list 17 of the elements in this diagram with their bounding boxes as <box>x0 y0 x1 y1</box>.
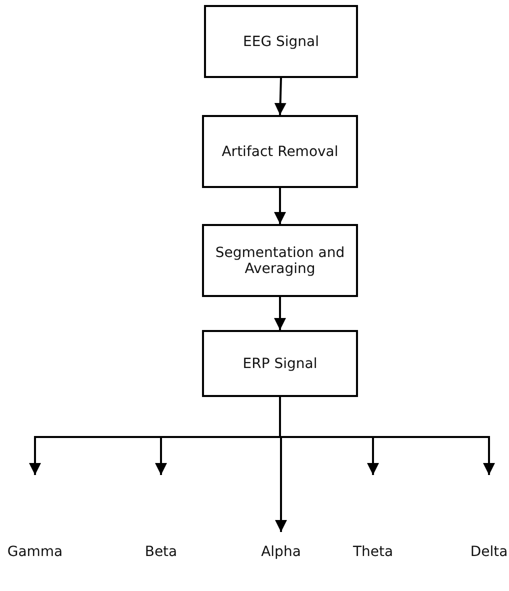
arrow <box>274 188 286 224</box>
band-label: Beta <box>144 544 178 560</box>
band-label: Alpha <box>261 544 301 560</box>
band-label: Theta <box>352 544 394 560</box>
box-label: ERP Signal <box>242 356 318 372</box>
process-box <box>202 224 358 297</box>
arrow <box>274 78 286 116</box>
box-label: Artifact Removal <box>222 144 338 160</box>
process-box <box>202 115 358 188</box>
arrow <box>279 397 495 475</box>
band-label: Delta <box>470 544 508 560</box>
process-box <box>204 5 358 78</box>
box-label: EEG Signal <box>243 34 319 50</box>
arrow <box>274 297 286 330</box>
box-label: Segmentation and Averaging <box>214 244 346 276</box>
band-label: Gamma <box>7 544 63 560</box>
process-box <box>202 330 358 397</box>
